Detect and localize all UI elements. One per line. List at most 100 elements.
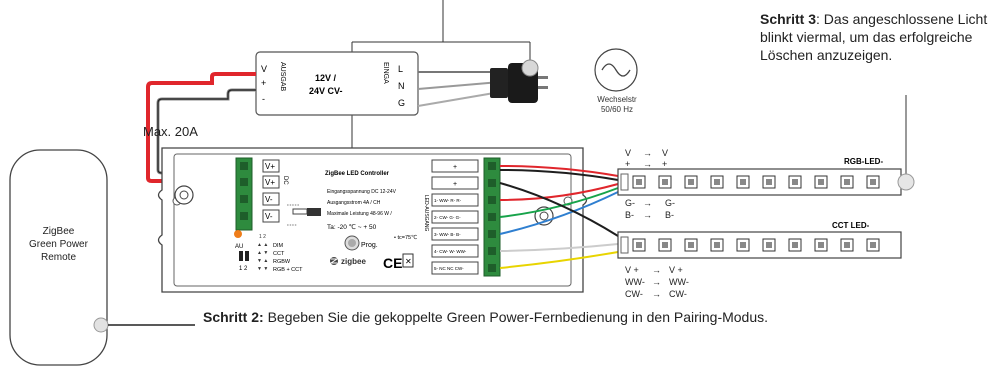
rgb-map-right: G- [665, 198, 675, 208]
input-terminal-label: V+ [265, 178, 275, 187]
rgb-led-chip [792, 179, 798, 185]
input-terminal-label: V- [265, 195, 273, 204]
svg-text:▼ ▼: ▼ ▼ [257, 266, 268, 272]
rgb-led-chip [662, 179, 668, 185]
ps-out-pin-plus: + [261, 78, 266, 88]
svg-text:→: → [643, 210, 652, 220]
mains-label-line: 50/60 Hz [600, 105, 634, 114]
ac-wires [417, 59, 548, 107]
dip-on-label: AU [235, 244, 243, 250]
dip-switch: AU 1 2 1 2 ▲ ▲ ▲ ▼ ▼ ▲ ▼ ▼ DIM CCT RGBW … [235, 234, 303, 273]
remote-button[interactable] [93, 317, 109, 333]
ps-out-label: AUSGAB [279, 62, 286, 92]
rgb-map-right: B- [665, 210, 674, 220]
svg-text:▼ ▲: ▼ ▲ [257, 258, 268, 264]
rgb-map-right: + [662, 159, 667, 169]
rgb-led-chip [870, 179, 876, 185]
input-terminal-label: V- [265, 212, 273, 221]
output-terminal-label: 3- WW- B- B- [434, 232, 461, 237]
ps-in-pin-n: N [398, 81, 405, 91]
ps-in-pin-g: G [398, 98, 405, 108]
cct-map-left: WW- [625, 277, 645, 287]
dc-label: DC [282, 176, 288, 185]
svg-text:✕: ✕ [405, 257, 412, 266]
cct-led-chip [844, 242, 850, 248]
rgb-map-right: V [662, 148, 668, 158]
rgb-led-chip [766, 179, 772, 185]
svg-text:≡ ≡ ≡ ≡ ≡: ≡ ≡ ≡ ≡ ≡ [287, 203, 299, 207]
max-current-label: Max. 20A [143, 124, 198, 139]
cct-led-chip [636, 242, 642, 248]
ac-source [594, 48, 638, 92]
cct-led-strip: CCT LED- [617, 221, 902, 259]
output-terminal-label: 1- WW- R- R- [434, 198, 462, 203]
ps-in-label: EINGA [382, 62, 389, 84]
svg-text:→: → [652, 277, 661, 287]
ps-voltage-line1: 12V / [315, 73, 337, 83]
rgb-led-strip: RGB-LED- [617, 157, 915, 196]
remote-label: ZigBee Green Power Remote [10, 225, 107, 264]
step3-heading: Schritt 3 [760, 11, 817, 27]
rgb-led-chip [688, 179, 694, 185]
svg-text:▲ ▼: ▲ ▼ [257, 250, 268, 256]
controller: V+ V+ V- V- DC ≡ ≡ ≡ ≡ ≡ ≡ ≡ ≡ ≡ AU 1 2 … [157, 147, 588, 293]
svg-text:→: → [652, 289, 661, 299]
rgb-led-chip [740, 179, 746, 185]
ps-in-pin-l: L [398, 64, 403, 74]
ps-out-pin-v: V [261, 64, 267, 74]
svg-text:→: → [643, 148, 652, 158]
cct-led-chip [792, 242, 798, 248]
cct-map-left: V + [625, 265, 639, 275]
rgb-map-left: V [625, 148, 631, 158]
rgb-map-left: + [625, 159, 630, 169]
dc-wires [146, 72, 256, 183]
cct-led-chip [766, 242, 772, 248]
power-supply: V + - AUSGAB 12V / 24V CV- EINGA L N G [255, 51, 419, 116]
controller-spec: Eingangsspannung DC 12-24V [327, 189, 397, 195]
plug-indicator-led [521, 59, 539, 77]
rgb-strip-indicator [897, 173, 915, 191]
cct-led-chip [740, 242, 746, 248]
output-terminal-label: 5- NC NC CW- [434, 266, 464, 271]
remote-label-line: Green Power [29, 239, 88, 250]
controller-spec: Maximale Leistung 48-96 W / [327, 211, 392, 217]
cct-led-chip [714, 242, 720, 248]
rgb-led-chip [844, 179, 850, 185]
status-led [234, 230, 242, 238]
svg-text:1 2: 1 2 [259, 234, 266, 240]
rgb-led-chip [636, 179, 642, 185]
cct-led-chip [662, 242, 668, 248]
cct-map-right: CW- [669, 289, 687, 299]
cct-strip-title: CCT LED- [832, 221, 870, 230]
rgb-map-left: B- [625, 210, 634, 220]
output-label: LED-AUSGANG [423, 195, 429, 232]
rgb-led-chip [714, 179, 720, 185]
dip-mode-label: CCT [273, 251, 285, 257]
svg-text:→: → [643, 198, 652, 208]
cct-map-right: WW- [669, 277, 689, 287]
sine-wave-icon [601, 63, 631, 77]
step2-annotation: Schritt 2: Begeben Sie die gekoppelte Gr… [203, 309, 768, 325]
output-wires [499, 165, 619, 269]
cct-led-chip [688, 242, 694, 248]
controller-tc: • tc=75℃ [394, 234, 417, 241]
step3-annotation: Schritt 3: Das angeschlossene Licht blin… [760, 10, 1000, 64]
output-terminal-label: + [453, 164, 457, 171]
svg-text:▲ ▲: ▲ ▲ [257, 242, 268, 248]
output-terminal-label: 4- CW- W- WW- [434, 249, 467, 254]
step2-heading: Schritt 2: [203, 309, 264, 325]
cct-led-chip [870, 242, 876, 248]
ps-voltage-line2: 24V CV- [309, 86, 343, 96]
svg-text:→: → [643, 159, 652, 169]
step3-text: : Das angeschlossene Licht blinkt vierma… [760, 11, 988, 63]
cct-map-right: V + [669, 265, 683, 275]
controller-title: ZigBee LED Controller [325, 171, 390, 177]
dip-mode-label: RGB + CCT [273, 267, 303, 273]
input-terminal-label: V+ [265, 162, 275, 171]
rgb-strip-title: RGB-LED- [844, 157, 883, 166]
remote-label-line: Remote [40, 252, 76, 263]
svg-text:→: → [652, 265, 661, 275]
rgb-map-left: G- [625, 198, 635, 208]
step2-text: Begeben Sie die gekoppelte Green Power-F… [263, 309, 769, 325]
